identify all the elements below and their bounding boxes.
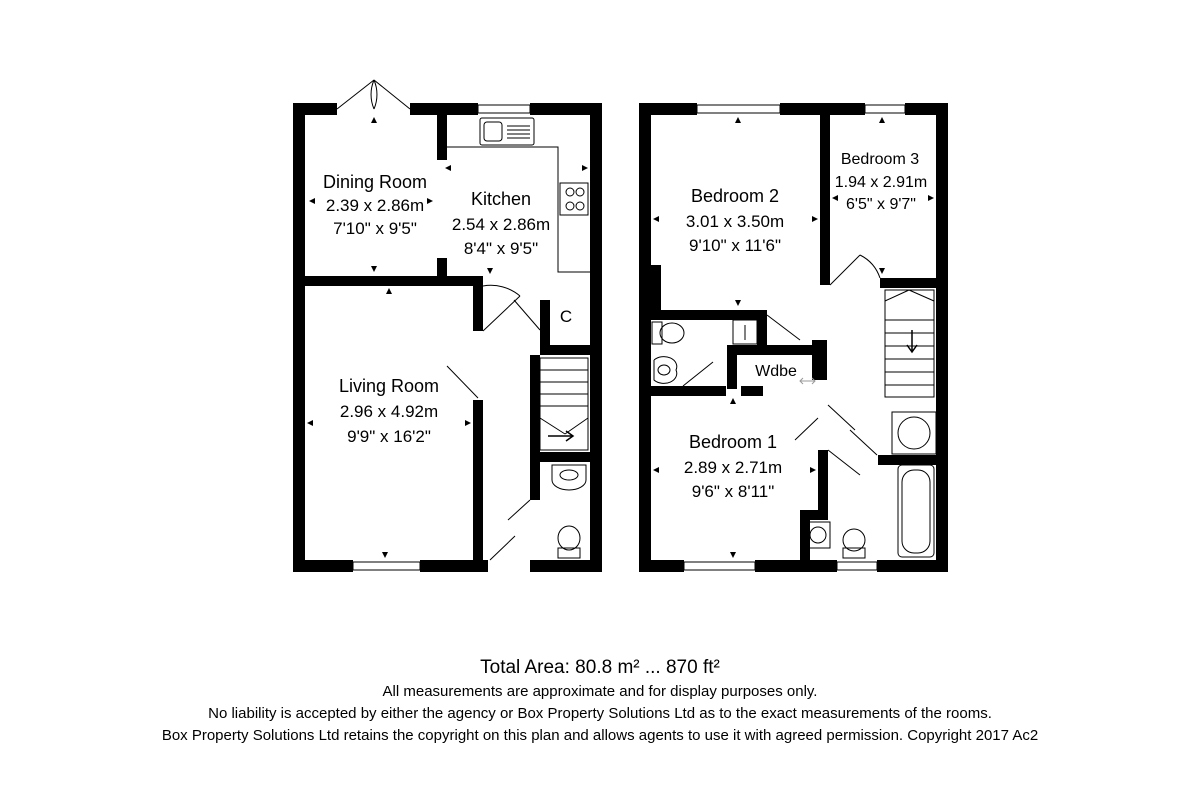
ground-windows [352, 104, 531, 571]
ground-staircase [539, 357, 589, 451]
room-metric: 3.01 x 3.50m [686, 212, 784, 231]
room-imperial: 9'9" x 16'2" [347, 427, 431, 446]
first-staircase [884, 289, 935, 398]
room-metric: 2.89 x 2.71m [684, 458, 782, 477]
first-floor-walls [639, 103, 948, 572]
first-room-labels: Bedroom 2 3.01 x 3.50m 9'10" x 11'6" Bed… [684, 151, 927, 501]
room-imperial: 7'10" x 9'5" [333, 219, 417, 238]
room-metric: 2.39 x 2.86m [326, 196, 424, 215]
bathroom-fixtures [805, 411, 937, 559]
room-imperial: 9'6" x 8'11" [692, 482, 775, 501]
total-area: Total Area: 80.8 m² ... 870 ft² [480, 657, 720, 678]
copyright-notice: Box Property Solutions Ltd retains the c… [161, 727, 1039, 744]
room-name: Living Room [339, 376, 439, 396]
room-name: Dining Room [323, 172, 427, 192]
disclaimer-approximate: All measurements are approximate and for… [382, 683, 818, 700]
disclaimer-liability: No liability is accepted by either the a… [208, 705, 992, 722]
ground-doors [446, 284, 541, 561]
room-metric: 2.96 x 4.92m [340, 402, 438, 421]
room-imperial: 9'10" x 11'6" [689, 236, 781, 255]
room-name: Bedroom 2 [691, 186, 779, 206]
wardrobe-label: Wdbe [755, 363, 797, 380]
room-metric: 1.94 x 2.91m [835, 174, 928, 191]
floor-plan: Dining Room 2.39 x 2.86m 7'10" x 9'5" Ki… [293, 79, 948, 572]
ground-dimension-markers [307, 117, 588, 558]
cupboard-label: C [560, 307, 572, 326]
ground-wc [551, 464, 587, 559]
first-dimension-markers [653, 117, 934, 558]
kitchen-counter [447, 117, 590, 273]
ensuite-fixtures [651, 319, 758, 384]
plan-footer: Total Area: 80.8 m² ... 870 ft² All meas… [0, 655, 1200, 747]
room-name: Kitchen [471, 189, 531, 209]
room-imperial: 8'4" x 9'5" [464, 239, 538, 258]
ground-floor: Dining Room 2.39 x 2.86m 7'10" x 9'5" Ki… [293, 79, 602, 572]
first-doors [682, 254, 881, 476]
first-floor: Bedroom 2 3.01 x 3.50m 9'10" x 11'6" Bed… [639, 103, 948, 572]
room-name: Bedroom 3 [841, 151, 919, 168]
ground-room-labels: Dining Room 2.39 x 2.86m 7'10" x 9'5" Ki… [323, 172, 572, 446]
room-name: Bedroom 1 [689, 432, 777, 452]
first-windows [683, 104, 906, 571]
ground-floor-walls [293, 103, 602, 572]
room-metric: 2.54 x 2.86m [452, 215, 550, 234]
french-doors [336, 79, 411, 110]
room-imperial: 6'5" x 9'7" [846, 196, 916, 213]
